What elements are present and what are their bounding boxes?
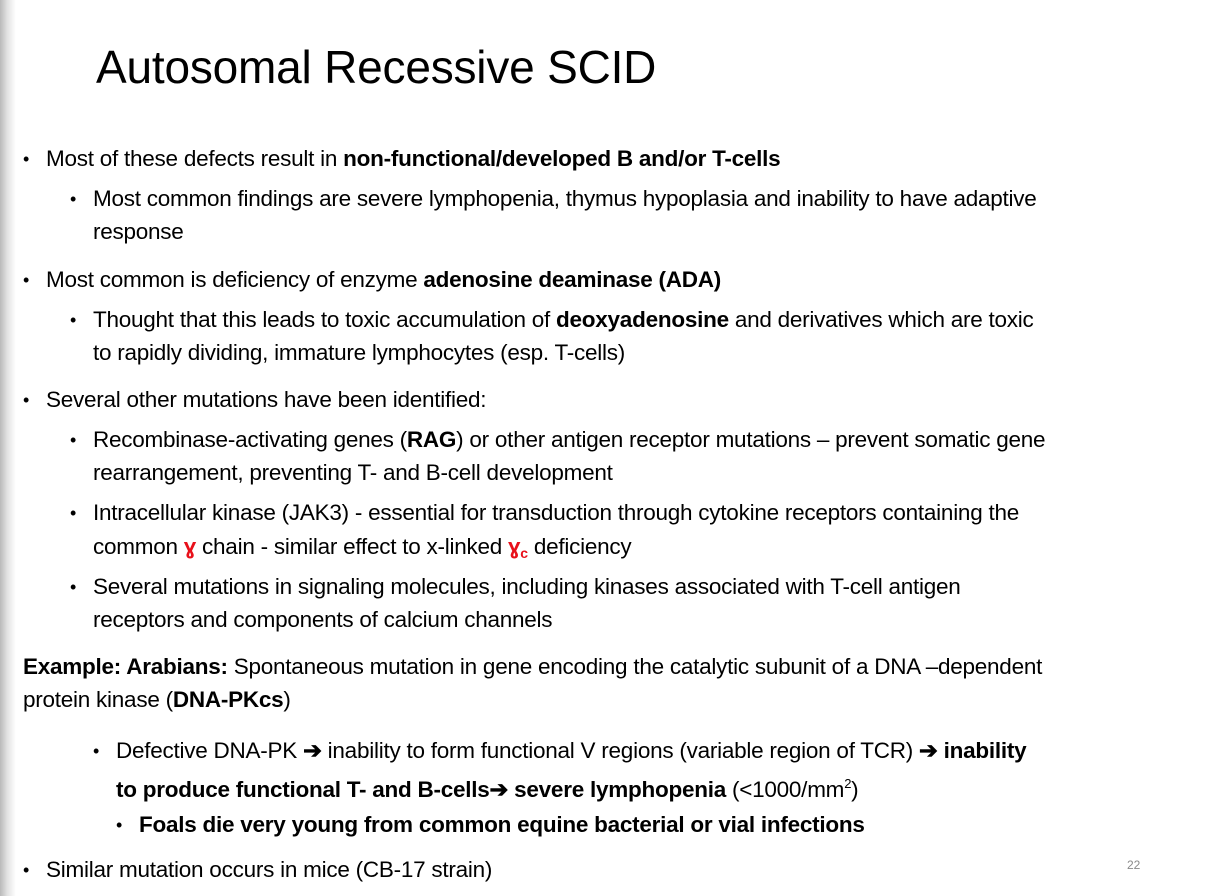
bullet-3a-text: Recombinase-activating genes ( — [93, 427, 407, 452]
bullet-4a: Foals die very young from common equine … — [139, 812, 865, 837]
bullet-1-bold: non-functional/developed B and/or T-cell… — [343, 146, 781, 171]
bullet-marker: • — [23, 270, 30, 290]
arrow-icon: ➔ — [489, 777, 509, 802]
bullet-marker: • — [93, 741, 100, 761]
example-label: Example: Arabians: — [23, 654, 228, 679]
page-number: 22 — [1127, 858, 1141, 872]
example-line-1: Example: Arabians: Spontaneous mutation … — [23, 650, 1042, 684]
bullet-2a-line-2: to rapidly dividing, immature lymphocyte… — [93, 340, 626, 365]
bullet-3: Several other mutations have been identi… — [46, 387, 487, 412]
bullet-2a-text-end: and derivatives which are toxic — [728, 307, 1034, 332]
bullet-marker: • — [70, 430, 77, 450]
bullet-4-bold: inability — [937, 738, 1027, 763]
bullet-1a-line-2: response — [93, 219, 184, 244]
superscript: 2 — [844, 776, 852, 791]
bullet-marker: • — [116, 815, 123, 835]
bullet-2: Most common is deficiency of enzyme aden… — [46, 263, 721, 297]
example-line-2: protein kinase (DNA-PKcs) — [23, 683, 291, 717]
bullet-3a-text-end: ) or other antigen receptor mutations – … — [456, 427, 1046, 452]
bullet-marker: • — [70, 503, 77, 523]
bullet-1-text: Most of these defects result in — [46, 146, 344, 171]
bullet-marker: • — [23, 390, 30, 410]
bullet-3b-text-end: deficiency — [527, 534, 632, 559]
example-text-2: protein kinase ( — [23, 687, 173, 712]
bullet-4-line-1: Defective DNA-PK ➔ inability to form fun… — [116, 734, 1027, 768]
bullet-marker: • — [70, 189, 77, 209]
bullet-3c-line-1: Several mutations in signaling molecules… — [93, 574, 961, 599]
bullet-3a-bold: RAG — [406, 427, 457, 452]
arrow-icon: ➔ — [303, 738, 322, 763]
bullet-1: Most of these defects result in non-func… — [46, 142, 781, 176]
bullet-3b-text-mid: chain - similar effect to x-linked — [196, 534, 509, 559]
example-text: Spontaneous mutation in gene encoding th… — [227, 654, 1043, 679]
example-bold: DNA-PKcs — [172, 687, 284, 712]
bullet-2a-line-1: Thought that this leads to toxic accumul… — [93, 303, 1034, 337]
bullet-3a-line-1: Recombinase-activating genes (RAG) or ot… — [93, 423, 1046, 457]
bullet-4-close-paren: ) — [851, 777, 859, 802]
bullet-marker: • — [70, 577, 77, 597]
bullet-4-text-mid: inability to form functional V regions (… — [321, 738, 920, 763]
slide-title: Autosomal Recessive SCID — [96, 41, 657, 93]
bullet-3b-line-2: common ɣ chain - similar effect to x-lin… — [93, 530, 632, 570]
bullet-2a-text: Thought that this leads to toxic accumul… — [93, 307, 557, 332]
bullet-3a-line-2: rearrangement, preventing T- and B-cell … — [93, 460, 613, 485]
bullet-marker: • — [23, 860, 30, 880]
gamma-symbol: ɣ — [183, 534, 197, 559]
bullet-1a-line-1: Most common findings are severe lymphope… — [93, 186, 1037, 211]
bullet-4-line-2: to produce functional T- and B-cells➔ se… — [116, 767, 859, 807]
arrow-icon: ➔ — [919, 738, 938, 763]
example-text-2-end: ) — [283, 687, 291, 712]
gamma-symbol: ɣ — [508, 534, 521, 559]
bullet-marker: • — [70, 310, 77, 330]
bullet-3b-line-1: Intracellular kinase (JAK3) - essential … — [93, 500, 1019, 525]
gamma-subscript: c — [520, 545, 528, 561]
bullet-5: Similar mutation occurs in mice (CB-17 s… — [46, 857, 493, 882]
bullet-marker: • — [23, 149, 30, 169]
bullet-3b-text: common — [93, 534, 184, 559]
bullet-2a-bold: deoxyadenosine — [556, 307, 729, 332]
slide-edge-shadow — [0, 0, 16, 896]
bullet-4-bold-3: severe lymphopenia — [508, 777, 726, 802]
bullet-3c-line-2: receptors and components of calcium chan… — [93, 607, 553, 632]
bullet-2-text: Most common is deficiency of enzyme — [46, 267, 424, 292]
gamma-c-symbol: ɣc — [508, 534, 528, 561]
bullet-4-text-end: (<1000/mm — [726, 777, 845, 802]
bullet-2-bold: adenosine deaminase (ADA) — [423, 267, 721, 292]
bullet-4-text: Defective DNA-PK — [116, 738, 304, 763]
bullet-4-bold-2: to produce functional T- and B-cells — [116, 777, 490, 802]
